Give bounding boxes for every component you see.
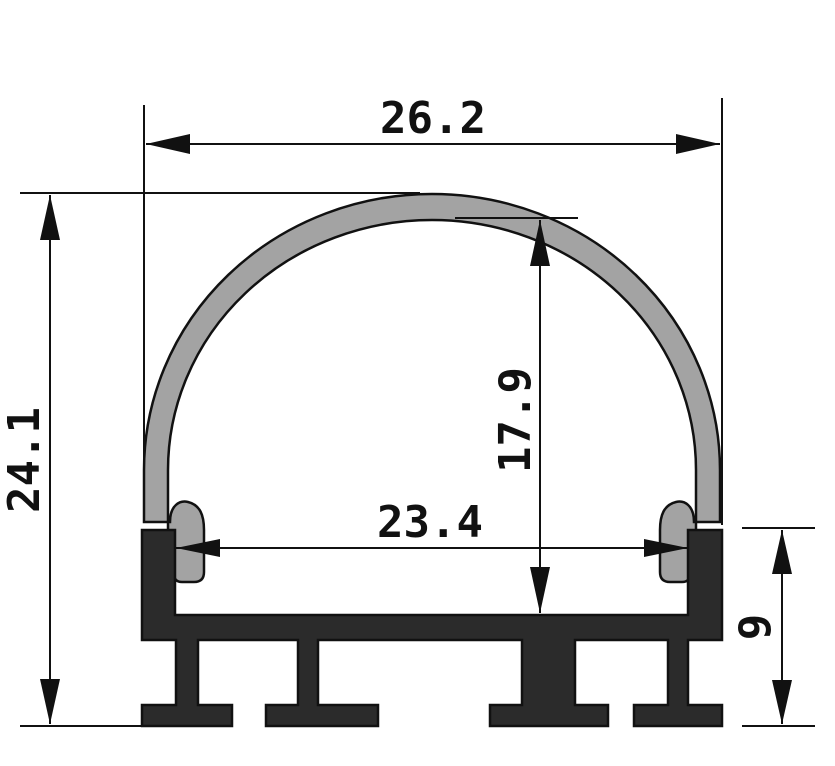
arrow-head bbox=[644, 539, 688, 557]
inner-width-dimension: 23.4 bbox=[176, 497, 688, 557]
arrow-head bbox=[40, 195, 60, 240]
arrow-head bbox=[530, 567, 550, 613]
arrow-head bbox=[772, 680, 792, 724]
inner-height-dimension: 17.9 bbox=[455, 217, 578, 613]
overall-width-label: 26.2 bbox=[380, 93, 486, 144]
arrow-head bbox=[146, 134, 190, 154]
arrow-head bbox=[676, 134, 720, 154]
base-height-label: 9 bbox=[730, 614, 781, 641]
arrow-head bbox=[530, 220, 550, 266]
arrow-head bbox=[176, 539, 220, 557]
arrow-head bbox=[40, 679, 60, 724]
base-height-dimension: 9 bbox=[730, 527, 815, 727]
arrow-head bbox=[772, 530, 792, 574]
aluminium-base bbox=[140, 528, 724, 728]
overall-height-label: 24.1 bbox=[0, 407, 50, 513]
overall-height-dimension: 24.1 bbox=[0, 192, 420, 727]
inner-height-label: 17.9 bbox=[490, 367, 541, 473]
overall-width-dimension: 26.2 bbox=[143, 93, 723, 525]
inner-width-label: 23.4 bbox=[377, 497, 483, 548]
